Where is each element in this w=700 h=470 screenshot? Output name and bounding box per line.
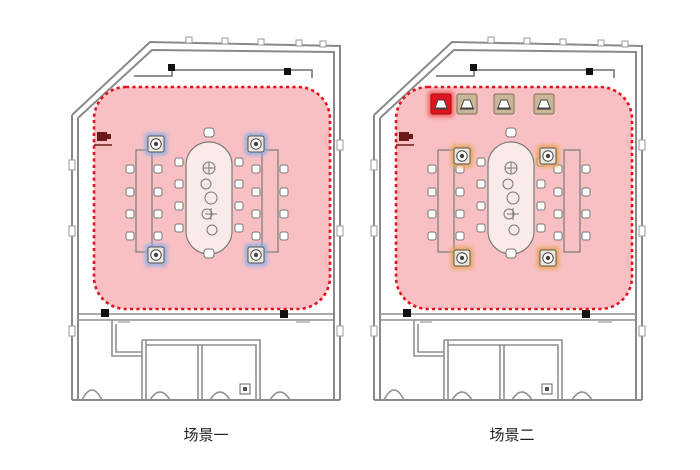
scene-2-wall-speakers (428, 91, 555, 117)
ceiling-speaker-icon (245, 244, 267, 266)
scene-1-caption: 场景一 (183, 426, 229, 444)
ceiling-speaker-icon (245, 133, 267, 155)
line-array-speaker-icon (428, 91, 454, 117)
scene-2-caption: 场景二 (489, 426, 535, 444)
line-array-speaker-icon (456, 93, 478, 115)
scene-2-plan (369, 35, 647, 402)
scene-1-ceiling-speakers (145, 133, 267, 266)
line-array-speaker-icon (493, 93, 515, 115)
line-array-speaker-icon (533, 93, 555, 115)
ceiling-speaker-icon (537, 247, 559, 269)
ceiling-speaker-icon (537, 145, 559, 167)
ceiling-speaker-icon (451, 247, 473, 269)
ceiling-speaker-icon (451, 145, 473, 167)
ceiling-speaker-icon (145, 244, 167, 266)
scene-2-ceiling-speakers (451, 145, 559, 269)
ceiling-speaker-icon (145, 133, 167, 155)
scene-1-plan (67, 35, 345, 402)
